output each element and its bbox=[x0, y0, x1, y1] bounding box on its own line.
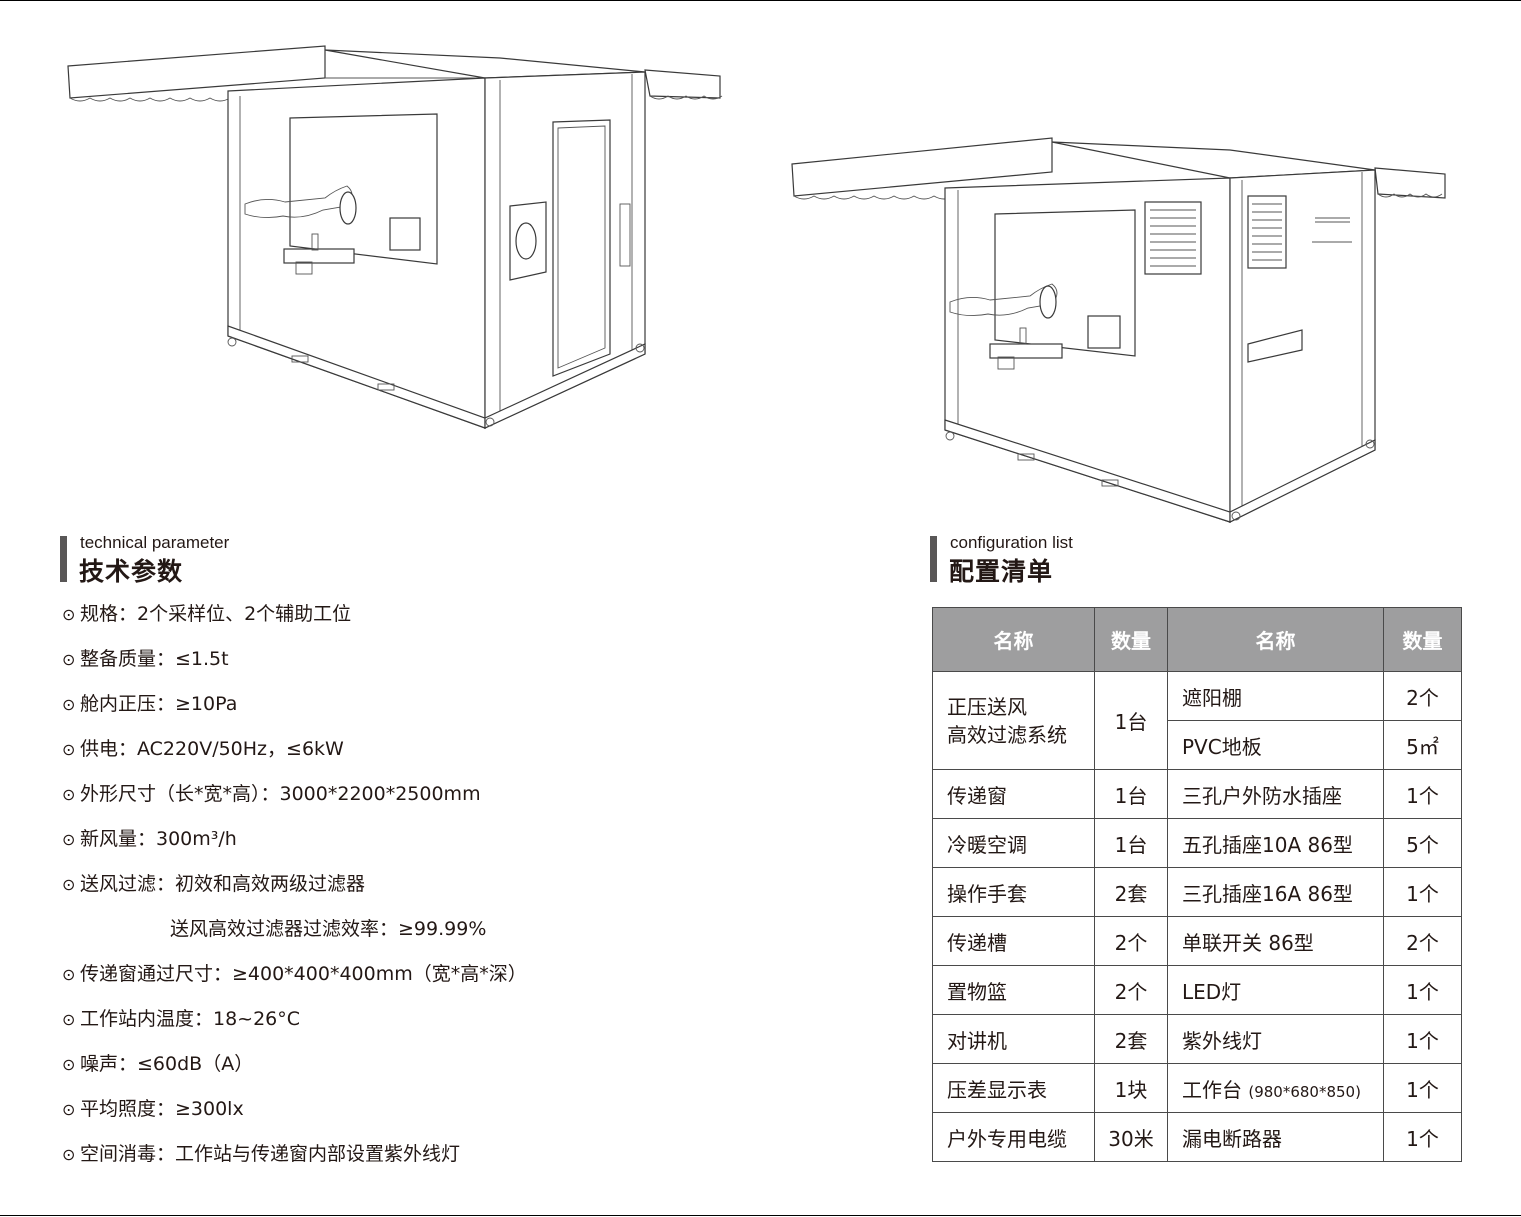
param-item: ⊙空间消毒：工作站与传递窗内部设置紫外线灯 bbox=[62, 1138, 527, 1183]
param-item: ⊙平均照度：≥300lx bbox=[62, 1093, 527, 1138]
table-row: PVC地板 5㎡ bbox=[933, 720, 1462, 770]
table-cell-name: 对讲机 bbox=[932, 1014, 1095, 1064]
table-row: 冷暖空调 1台 五孔插座10A 86型 5个 bbox=[932, 818, 1462, 868]
table-cell-name-line: 正压送风 bbox=[947, 694, 1027, 719]
section-accent-bar bbox=[930, 536, 937, 582]
table-cell-name: 冷暖空调 bbox=[932, 818, 1095, 868]
table-header-row: 名称 数量 名称 数量 bbox=[932, 607, 1462, 672]
param-item: ⊙送风过滤：初效和高效两级过滤器 bbox=[62, 868, 527, 913]
table-cell-name: LED灯 bbox=[1167, 965, 1384, 1015]
table-cell-qty: 1个 bbox=[1383, 1063, 1462, 1113]
column-header-name: 名称 bbox=[1167, 607, 1384, 672]
table-row: 户外专用电缆 30米 漏电断路器 1个 bbox=[932, 1112, 1462, 1162]
circle-bullet-icon: ⊙ bbox=[62, 1145, 76, 1164]
table-cell-qty: 2个 bbox=[1383, 671, 1462, 721]
table-cell-name: 正压送风高效过滤系统 bbox=[932, 671, 1095, 770]
table-cell-qty: 2套 bbox=[1094, 867, 1168, 917]
table-cell-name: 操作手套 bbox=[932, 867, 1095, 917]
table-row: 正压送风高效过滤系统 1台 遮阳棚 2个 bbox=[932, 671, 1462, 770]
table-cell-qty: 1个 bbox=[1383, 1112, 1462, 1162]
top-border-line bbox=[0, 0, 1521, 1]
circle-bullet-icon: ⊙ bbox=[62, 785, 76, 804]
circle-bullet-icon: ⊙ bbox=[62, 875, 76, 894]
param-item: ⊙舱内正压：≥10Pa bbox=[62, 688, 527, 733]
table-cell-qty: 1个 bbox=[1383, 769, 1462, 819]
table-cell-qty: 1个 bbox=[1383, 965, 1462, 1015]
booth-side-illustration bbox=[790, 130, 1450, 530]
configuration-list-title-cn: 配置清单 bbox=[949, 557, 1054, 586]
param-item: ⊙整备质量：≤1.5t bbox=[62, 643, 527, 688]
circle-bullet-icon: ⊙ bbox=[62, 695, 76, 714]
circle-bullet-icon: ⊙ bbox=[62, 650, 76, 669]
circle-bullet-icon: ⊙ bbox=[62, 1010, 76, 1029]
circle-bullet-icon: ⊙ bbox=[62, 965, 76, 984]
table-cell-name: 置物篮 bbox=[932, 965, 1095, 1015]
table-cell-qty: 2个 bbox=[1094, 916, 1168, 966]
circle-bullet-icon: ⊙ bbox=[62, 740, 76, 759]
column-header-qty: 数量 bbox=[1383, 607, 1462, 672]
param-item: ⊙规格：2个采样位、2个辅助工位 bbox=[62, 598, 527, 643]
table-cell-name: 户外专用电缆 bbox=[932, 1112, 1095, 1162]
technical-parameter-title-cn: 技术参数 bbox=[79, 557, 184, 586]
booth-front-illustration bbox=[60, 36, 725, 436]
table-cell-name: 工作台 (980*680*850) bbox=[1167, 1063, 1384, 1113]
table-cell-qty: 1台 bbox=[1094, 769, 1168, 819]
column-header-name: 名称 bbox=[932, 607, 1095, 672]
param-item: ⊙噪声：≤60dB（A） bbox=[62, 1048, 527, 1093]
param-item-continuation: 送风高效过滤器过滤效率：≥99.99% bbox=[170, 918, 487, 940]
table-cell-name: 传递槽 bbox=[932, 916, 1095, 966]
table-cell-name: 五孔插座10A 86型 bbox=[1167, 818, 1384, 868]
circle-bullet-icon: ⊙ bbox=[62, 1055, 76, 1074]
bottom-border-line bbox=[0, 1215, 1521, 1216]
technical-parameter-header: technical parameter 技术参数 bbox=[60, 533, 380, 586]
table-cell-name: 传递窗 bbox=[932, 769, 1095, 819]
table-cell-qty: 30米 bbox=[1094, 1112, 1168, 1162]
table-cell-name-line: 高效过滤系统 bbox=[947, 722, 1067, 747]
technical-parameter-title-en: technical parameter bbox=[80, 533, 230, 552]
column-header-qty: 数量 bbox=[1094, 607, 1168, 672]
section-accent-bar bbox=[60, 536, 67, 582]
table-cell-name: 压差显示表 bbox=[932, 1063, 1095, 1113]
table-cell-name: 三孔户外防水插座 bbox=[1167, 769, 1384, 819]
circle-bullet-icon: ⊙ bbox=[62, 605, 76, 624]
configuration-list-header: configuration list 配置清单 bbox=[930, 533, 1250, 586]
table-row: 传递窗 1台 三孔户外防水插座 1个 bbox=[932, 769, 1462, 819]
table-cell-qty: 5㎡ bbox=[1383, 720, 1462, 770]
configuration-list-title-en: configuration list bbox=[950, 533, 1073, 552]
table-cell-qty: 2套 bbox=[1094, 1014, 1168, 1064]
table-cell-qty: 1台 bbox=[1094, 671, 1168, 770]
table-row: 置物篮 2个 LED灯 1个 bbox=[932, 965, 1462, 1015]
table-cell-qty: 1个 bbox=[1383, 867, 1462, 917]
param-item: ⊙外形尺寸（长*宽*高）：3000*2200*2500mm bbox=[62, 778, 527, 823]
table-cell-name: 紫外线灯 bbox=[1167, 1014, 1384, 1064]
table-cell-qty: 2个 bbox=[1383, 916, 1462, 966]
table-cell-qty: 1个 bbox=[1383, 1014, 1462, 1064]
table-row: 压差显示表 1块 工作台 (980*680*850) 1个 bbox=[932, 1063, 1462, 1113]
table-cell-qty: 1台 bbox=[1094, 818, 1168, 868]
table-cell-qty: 2个 bbox=[1094, 965, 1168, 1015]
table-row: 传递槽 2个 单联开关 86型 2个 bbox=[932, 916, 1462, 966]
configuration-table: 名称 数量 名称 数量 正压送风高效过滤系统 1台 遮阳棚 2个 PVC地板 5… bbox=[932, 607, 1462, 1162]
param-item: ⊙供电：AC220V/50Hz，≤6kW bbox=[62, 733, 527, 778]
table-cell-name: 漏电断路器 bbox=[1167, 1112, 1384, 1162]
table-cell-name: 遮阳棚 bbox=[1167, 671, 1384, 721]
table-cell-name: PVC地板 bbox=[1167, 720, 1384, 770]
table-cell-note: (980*680*850) bbox=[1248, 1082, 1361, 1101]
table-row: 操作手套 2套 三孔插座16A 86型 1个 bbox=[932, 867, 1462, 917]
param-item: ⊙传递窗通过尺寸：≥400*400*400mm（宽*高*深） bbox=[62, 958, 527, 1003]
table-cell-name: 单联开关 86型 bbox=[1167, 916, 1384, 966]
table-cell-qty: 5个 bbox=[1383, 818, 1462, 868]
technical-parameter-list: ⊙规格：2个采样位、2个辅助工位 ⊙整备质量：≤1.5t ⊙舱内正压：≥10Pa… bbox=[62, 598, 527, 1183]
param-item: ⊙工作站内温度：18~26°C bbox=[62, 1003, 527, 1048]
circle-bullet-icon: ⊙ bbox=[62, 830, 76, 849]
circle-bullet-icon: ⊙ bbox=[62, 1100, 76, 1119]
param-item: ⊙新风量：300m³/h bbox=[62, 823, 527, 868]
table-cell-name: 三孔插座16A 86型 bbox=[1167, 867, 1384, 917]
table-row: 对讲机 2套 紫外线灯 1个 bbox=[932, 1014, 1462, 1064]
table-cell-qty: 1块 bbox=[1094, 1063, 1168, 1113]
